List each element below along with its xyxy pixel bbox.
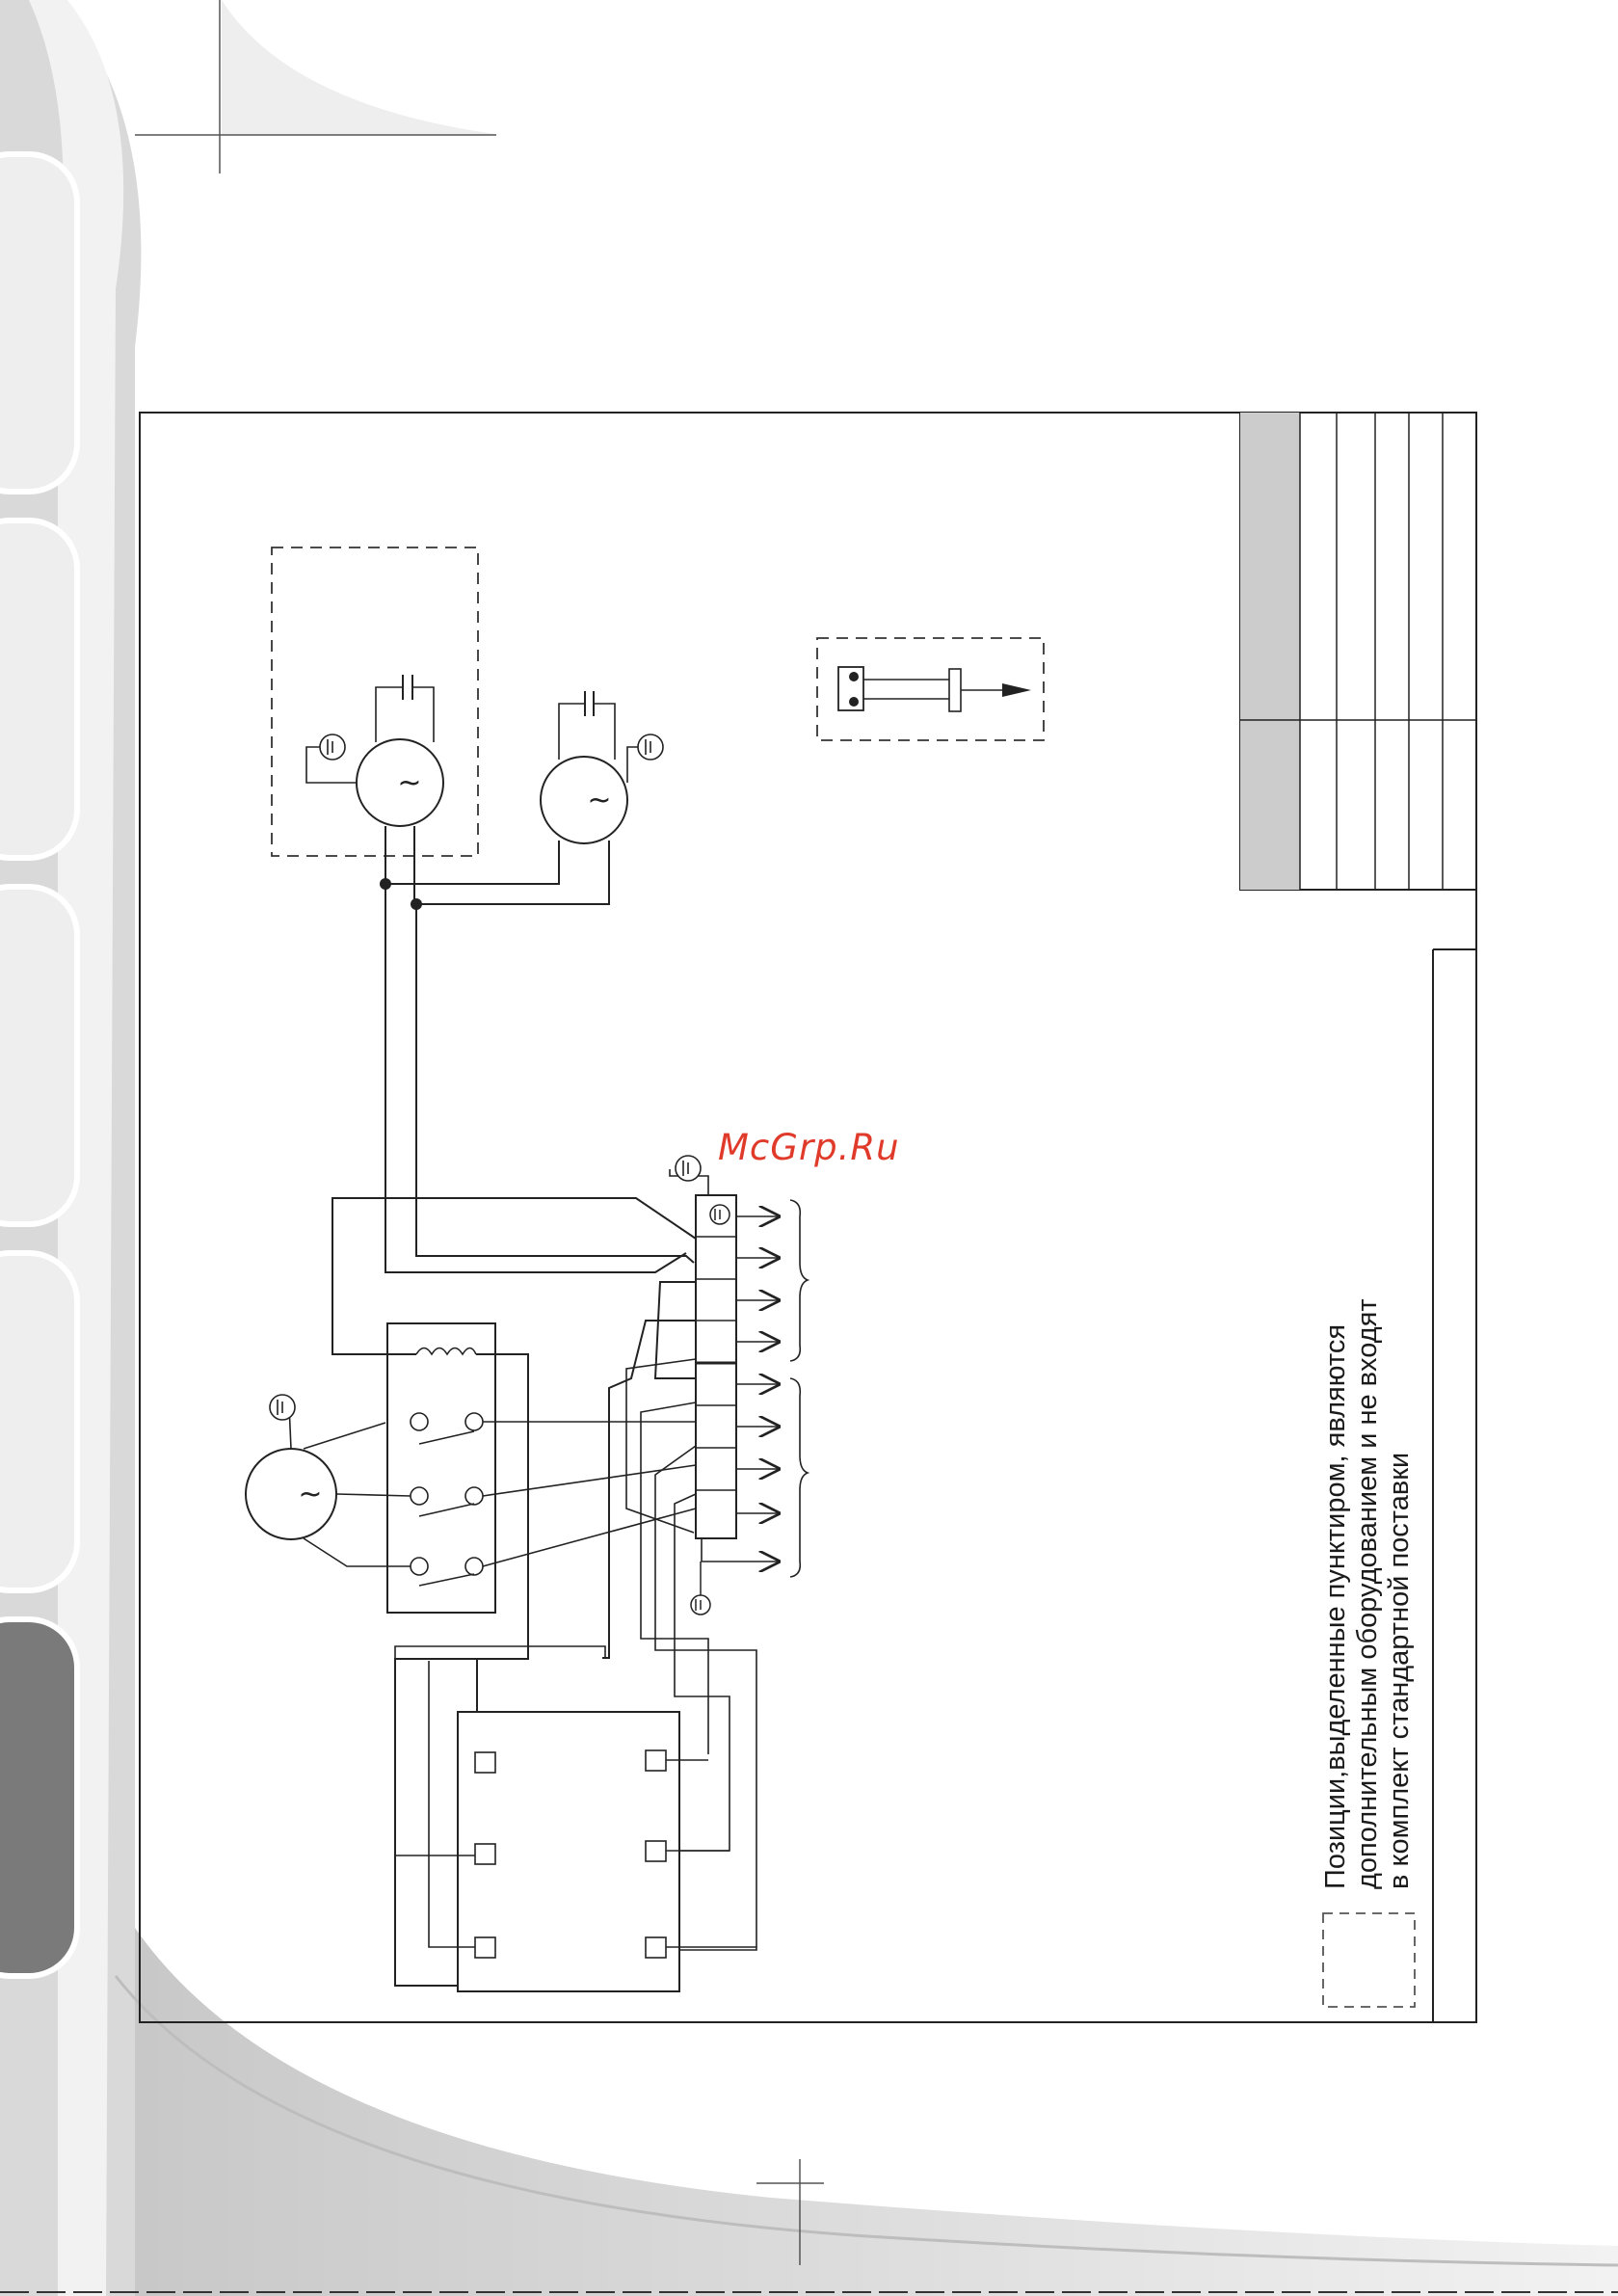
side-tab-5-active[interactable] bbox=[0, 1619, 77, 1976]
legend-line-2: дополнительным оборудованием и не входят bbox=[1352, 1298, 1383, 1889]
motor-icon: ~ bbox=[357, 739, 443, 826]
thermostat-sensor-icon bbox=[838, 667, 1031, 711]
controller-board bbox=[395, 1646, 756, 1991]
stamp-column bbox=[1433, 949, 1476, 2022]
side-tabs bbox=[0, 154, 77, 1976]
legend-line-1: Позиции,выделенные пунктиром, являются bbox=[1320, 1324, 1351, 1889]
title-block bbox=[1240, 413, 1476, 890]
terminal-braces bbox=[790, 1200, 808, 1577]
side-tab-2[interactable] bbox=[0, 521, 77, 858]
legend-dashed-sample bbox=[1323, 1913, 1415, 2007]
legend: Позиции,выделенные пунктиром, являются д… bbox=[1320, 1298, 1415, 2007]
side-tab-1[interactable] bbox=[0, 154, 77, 492]
side-tab-4[interactable] bbox=[0, 1253, 77, 1590]
side-tab-3[interactable] bbox=[0, 887, 77, 1224]
motor-symbol: ~ bbox=[397, 766, 421, 800]
legend-line-3: в комплект стандартной поставки bbox=[1384, 1453, 1415, 1889]
ground-icon bbox=[270, 1395, 295, 1420]
terminal-block bbox=[696, 1195, 736, 1538]
motor-symbol: ~ bbox=[298, 1478, 322, 1511]
ground-icon bbox=[627, 734, 663, 783]
motor-symbol: ~ bbox=[587, 784, 611, 817]
ground-icon bbox=[670, 1156, 708, 1195]
watermark-text: McGrp.Ru bbox=[718, 1127, 900, 1168]
ground-icon bbox=[306, 734, 357, 783]
motor-icon: ~ bbox=[246, 1405, 411, 1566]
motor-icon: ~ bbox=[541, 757, 627, 843]
ground-icon bbox=[691, 1562, 710, 1615]
capacitor-icon bbox=[559, 691, 615, 760]
capacitor-icon bbox=[376, 675, 434, 742]
